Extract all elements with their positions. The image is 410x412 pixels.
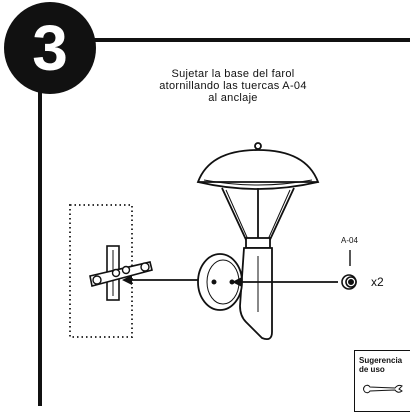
tip-line-1: Sugerencia [359,356,403,365]
usage-tip-box: Sugerencia de uso [354,350,410,412]
tip-line-2: de uso [359,365,385,374]
lamp-icon [196,142,320,341]
nut-icon [341,274,357,290]
instruction-text: Sujetar la base del farol atornillando l… [120,68,346,104]
step-circle-icon [4,2,96,94]
wrench-icon [363,384,403,394]
instruction-line-1: Sujetar la base del farol [171,68,295,80]
wall-anchor-icon [69,204,153,338]
step-number: 3 [32,12,68,84]
usage-tip-text: Sugerencia de uso [359,356,402,374]
part-quantity-label: x2 [371,275,384,289]
part-code-label: A-04 [341,236,358,245]
instruction-line-2: atornillando las tuercas A-04 [159,80,307,92]
instruction-line-3: al anclaje [208,92,258,104]
